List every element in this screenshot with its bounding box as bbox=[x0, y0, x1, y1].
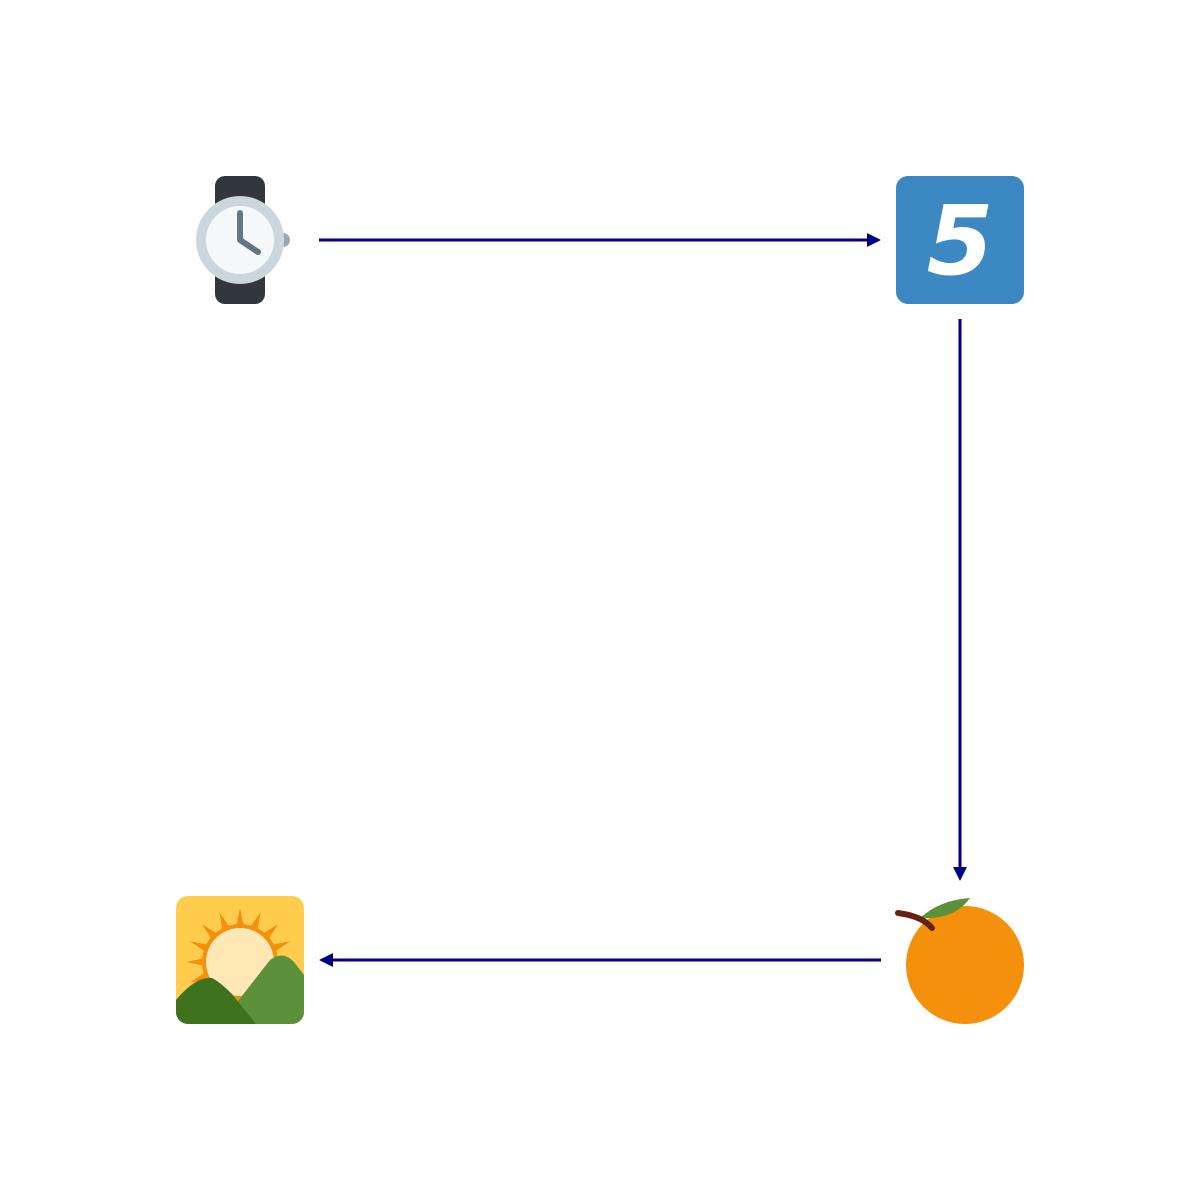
sun-ray bbox=[271, 941, 290, 952]
arrowhead-left bbox=[319, 953, 333, 967]
arrows bbox=[319, 233, 967, 967]
sun-ray bbox=[190, 941, 209, 952]
sun-ray bbox=[219, 912, 230, 931]
arrowhead-down bbox=[953, 867, 967, 881]
sunrise-over-mountains-icon bbox=[176, 896, 304, 1024]
keycap-5-icon: 5 bbox=[896, 176, 1024, 304]
tangerine-icon bbox=[895, 898, 1024, 1024]
sun-ray bbox=[186, 958, 205, 966]
sun-ray bbox=[250, 912, 261, 931]
sun-ray bbox=[236, 908, 244, 927]
watch-icon bbox=[196, 176, 290, 304]
arrowhead-right bbox=[867, 233, 881, 247]
keycap-label: 5 bbox=[927, 185, 994, 297]
